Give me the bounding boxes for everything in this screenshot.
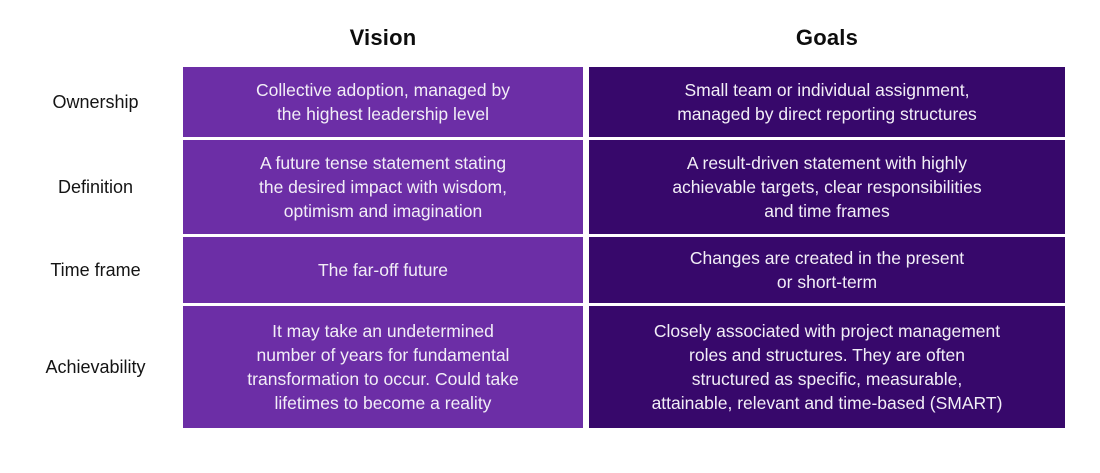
cell-ownership-vision: Collective adoption, managed by the high… xyxy=(183,67,583,137)
cell-definition-vision: A future tense statement stating the des… xyxy=(183,140,583,234)
row-label-time-frame: Time frame xyxy=(50,259,141,280)
cell-achievability-vision: It may take an undetermined number of ye… xyxy=(183,306,583,428)
row-label-ownership: Ownership xyxy=(52,91,139,112)
comparison-grid: Ownership Collective adoption, managed b… xyxy=(0,67,1065,428)
column-header-goals: Goals xyxy=(795,25,859,50)
header-spacer xyxy=(0,18,177,58)
row-label-definition: Definition xyxy=(57,176,134,197)
row-label-achievability: Achievability xyxy=(45,356,146,377)
cell-ownership-goals: Small team or individual assignment, man… xyxy=(589,67,1065,137)
column-headers: Vision Goals xyxy=(0,18,1065,58)
cell-achievability-goals: Closely associated with project manageme… xyxy=(589,306,1065,428)
cell-time-frame-vision: The far-off future xyxy=(183,237,583,303)
column-header-vision: Vision xyxy=(349,25,417,50)
cell-definition-goals: A result-driven statement with highly ac… xyxy=(589,140,1065,234)
cell-time-frame-goals: Changes are created in the present or sh… xyxy=(589,237,1065,303)
